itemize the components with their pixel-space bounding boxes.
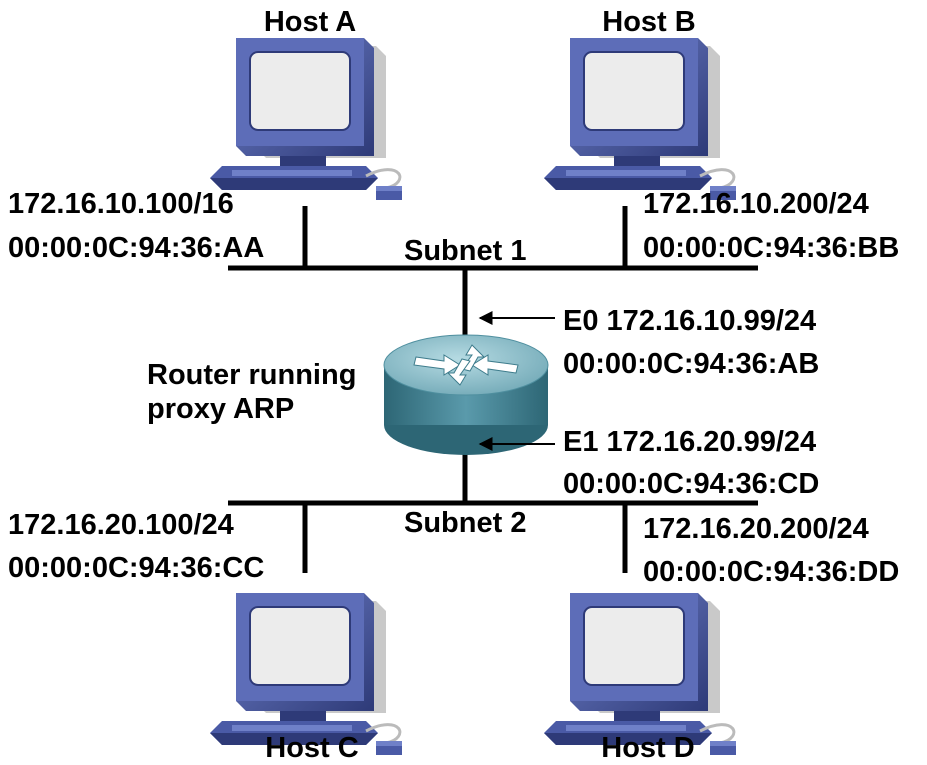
subnet-2-label: Subnet 2 — [404, 507, 526, 539]
host-b-computer-icon — [542, 36, 738, 202]
host-c-name: Host C — [265, 732, 359, 764]
host-d-ip: 172.16.20.200/24 — [643, 513, 869, 545]
router-label-line1: Router running — [147, 359, 356, 391]
host-b-name: Host B — [602, 6, 695, 38]
router-e0-mac: 00:00:0C:94:36:AB — [563, 348, 819, 380]
host-b-mac: 00:00:0C:94:36:BB — [643, 232, 899, 264]
host-a-name: Host A — [264, 6, 356, 38]
router-e0-ip: E0 172.16.10.99/24 — [563, 305, 816, 337]
host-c-mac: 00:00:0C:94:36:CC — [8, 552, 264, 584]
router-icon — [383, 334, 549, 456]
host-a-computer-icon — [208, 36, 404, 202]
host-c-ip: 172.16.20.100/24 — [8, 509, 234, 541]
host-a-ip: 172.16.10.100/16 — [8, 188, 234, 220]
host-b-ip: 172.16.10.200/24 — [643, 188, 869, 220]
router-e1-ip: E1 172.16.20.99/24 — [563, 426, 816, 458]
host-d-mac: 00:00:0C:94:36:DD — [643, 556, 899, 588]
router-e1-mac: 00:00:0C:94:36:CD — [563, 468, 819, 500]
host-d-computer-icon — [542, 591, 738, 757]
host-a-mac: 00:00:0C:94:36:AA — [8, 232, 264, 264]
router-label-line2: proxy ARP — [147, 393, 294, 425]
host-c-computer-icon — [208, 591, 404, 757]
subnet-1-label: Subnet 1 — [404, 235, 526, 267]
host-d-name: Host D — [601, 732, 694, 764]
